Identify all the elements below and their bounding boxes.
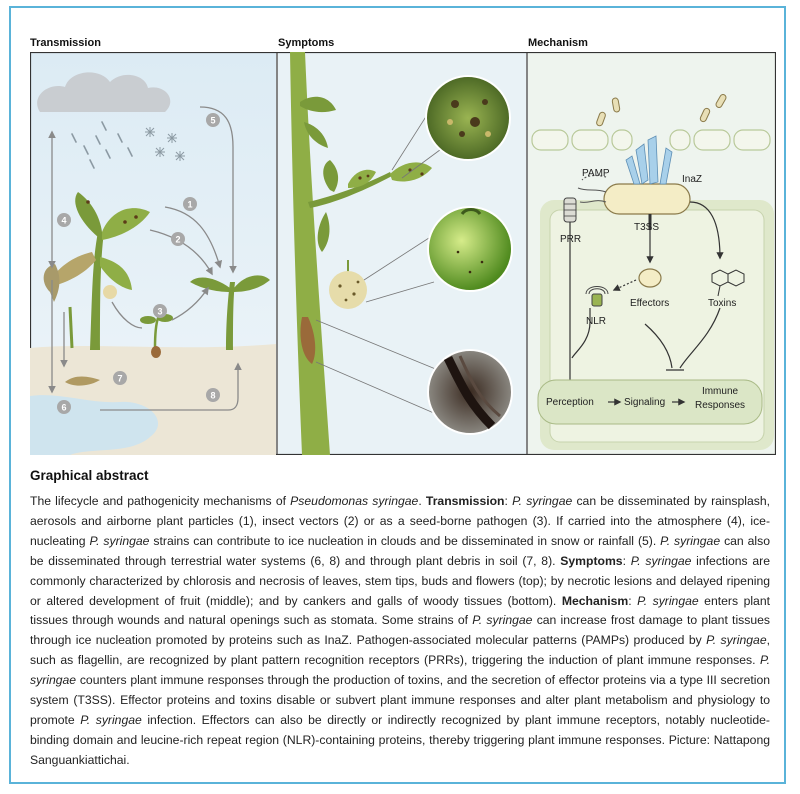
caption-segment: P. syringae [512,494,573,508]
caption-segment: : [622,553,631,568]
woody-stem [290,52,330,455]
caption-segment: counters plant immune responses through … [30,673,770,727]
immune-pathway-box [537,379,763,425]
cloud-icon [37,72,171,112]
caption-segment: infections are commonly characterized by… [30,553,771,608]
transmission-marker-7: 7 [113,371,127,385]
panel-title-transmission: Transmission [30,37,101,49]
caption-segment: Pseudomonas syringae [290,494,419,508]
fruit-symptom-photo [427,206,513,292]
caption-segment: , such as flagellin, are recognized by p… [30,633,770,668]
transmission-marker-8: 8 [206,388,220,402]
ice-crystal-icon [625,135,673,185]
caption-segment: : [504,494,513,508]
surface-bacteria [596,94,727,127]
caption-segment: enters plant tissues through wounds and … [30,593,770,628]
prr-label: PRR [560,234,581,245]
transmission-panel: 1 2 3 4 5 6 7 8 [30,72,276,455]
symptoms-panel [290,52,513,455]
diseased-fruit [329,271,367,309]
immune-label-line1: Immune [702,386,739,397]
svg-text:6: 6 [61,403,66,413]
caption-segment: strains can contribute to ice nucleation… [149,533,661,548]
transmission-marker-3: 3 [153,304,167,318]
caption-segment: : [628,593,638,608]
effector-icon [638,268,662,288]
mechanism-arrows [566,174,724,394]
svg-text:3: 3 [157,307,162,317]
caption-segment: P. syringae [637,593,699,608]
caption-segment: P. syringae [660,533,721,548]
infected-plant [48,192,150,350]
caption-segment: The lifecycle and pathogenicity mechanis… [30,494,291,508]
svg-text:8: 8 [210,391,215,401]
caption-segment: P. syringae [89,533,150,548]
svg-text:4: 4 [61,216,66,226]
toxin-icon [711,269,745,297]
caption-heading: Graphical abstract [30,468,149,483]
caption-segment: can be disseminated by rainsplash, aeros… [30,494,771,548]
caption-segment: P. syringae [80,712,142,727]
inaz-label: InaZ [682,174,702,185]
caption-segment: P. syringae [472,613,533,628]
caption-segment: . [418,494,426,508]
stem-canker [300,317,316,364]
caption-segment: can increase frost damage to plant tissu… [30,613,770,648]
transmission-marker-6: 6 [57,400,71,414]
plant-debris [65,376,100,386]
leaf-symptom-photo [425,75,511,161]
svg-text:1: 1 [187,200,192,210]
svg-text:2: 2 [175,235,180,245]
canker-symptom-photo [427,349,513,435]
rain-icon [71,121,133,169]
caption-segment: P. syringae [30,653,770,688]
immune-label-line2: Responses [695,400,745,411]
toxins-label: Toxins [708,298,736,309]
effectors-label: Effectors [630,298,669,309]
mechanism-panel: PAMP InaZ T3SS PRR Effectors Toxins NLR … [531,94,774,450]
prr-receptor-icon [563,197,577,223]
caption-segment: Symptoms [560,553,623,568]
caption-segment: P. syringae [630,553,692,568]
caption-segment: P. syringae [706,633,767,648]
transmission-marker-2: 2 [171,232,185,246]
nlr-label: NLR [586,316,606,327]
graphical-abstract-illustration: 1 2 3 4 5 6 7 8 [30,52,776,455]
caption-segment: can also be disseminated through terrest… [30,533,771,568]
svg-text:7: 7 [117,374,122,384]
panel-title-mechanism: Mechanism [528,37,588,49]
bacterium [603,183,691,215]
caption-segment: infection. Effectors can also be directl… [30,712,770,767]
pamp-label: PAMP [582,168,610,179]
caption-body: The lifecycle and pathogenicity mechanis… [30,492,770,771]
transmission-marker-5: 5 [206,113,220,127]
transmission-arrows [48,106,242,411]
snowflake-icon [145,127,185,161]
svg-text:5: 5 [210,116,215,126]
healthy-plant [190,275,270,350]
perception-label: Perception [546,397,594,408]
nlr-receptor-icon [585,286,609,307]
transmission-marker-1: 1 [183,197,197,211]
epidermal-cells [531,129,771,151]
transmission-marker-4: 4 [57,213,71,227]
t3ss-label: T3SS [634,222,659,233]
caption-segment: Transmission [425,494,505,508]
panel-title-symptoms: Symptoms [278,37,335,49]
caption-segment: Mechanism [561,593,629,608]
signaling-label: Signaling [624,397,665,408]
